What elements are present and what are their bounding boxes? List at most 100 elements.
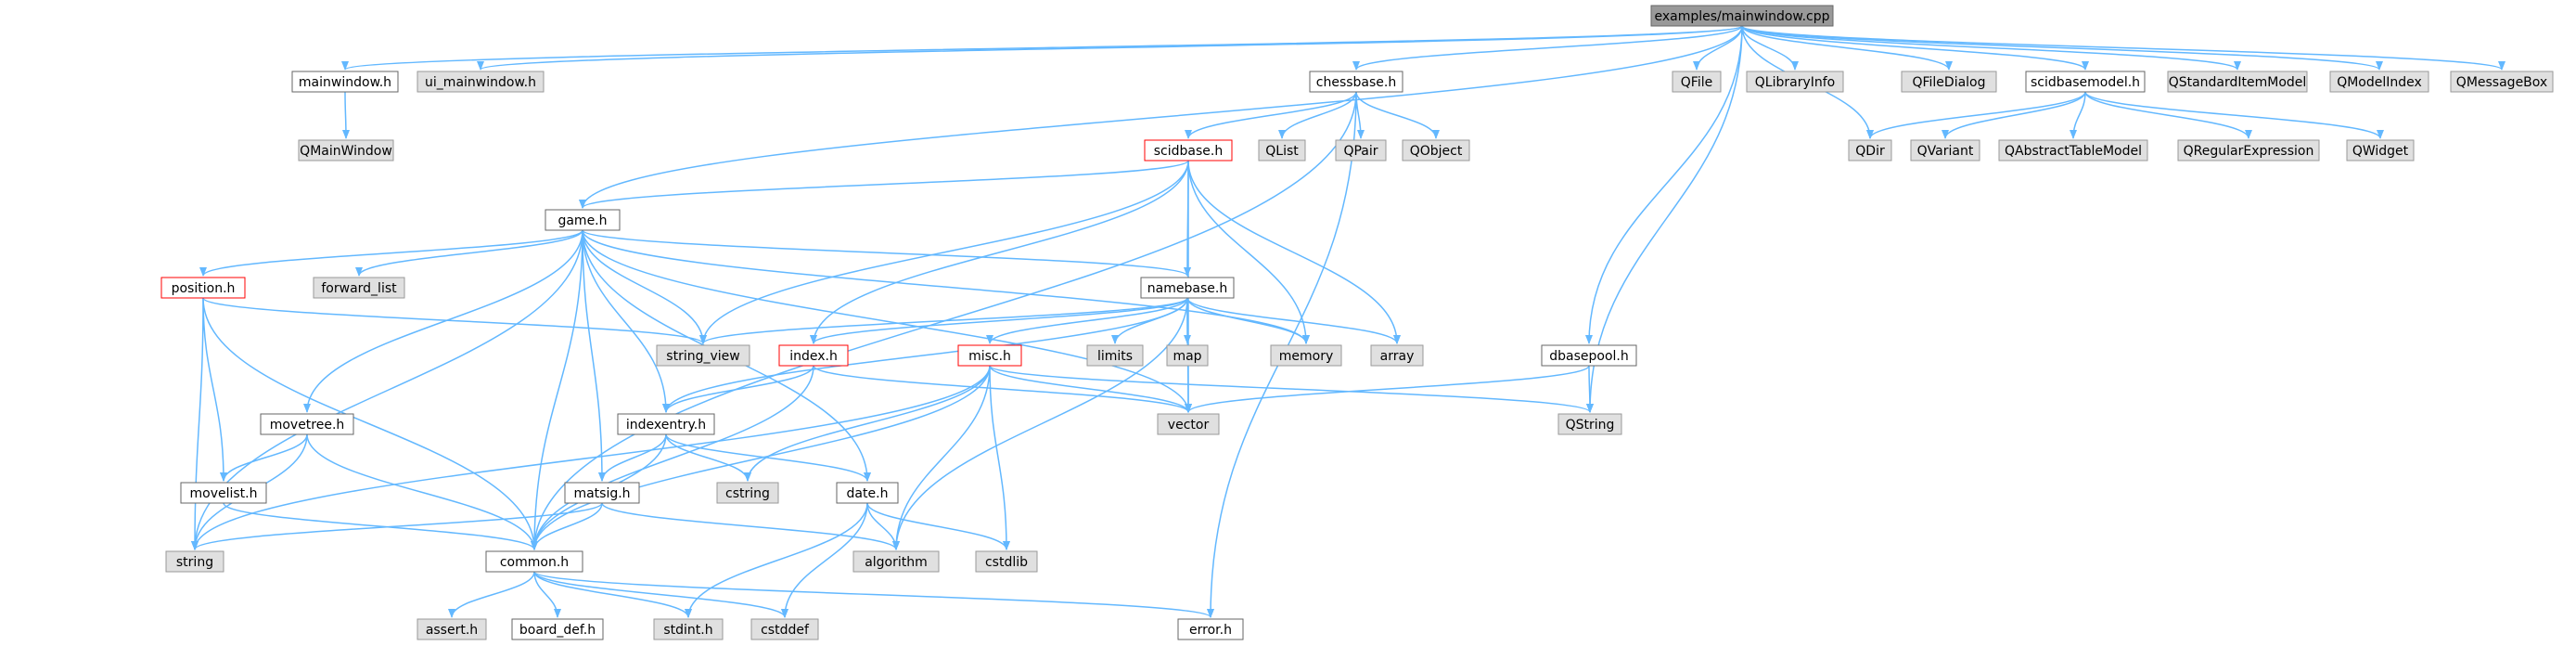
node-matsig-h[interactable]: matsig.h [564, 482, 640, 504]
node-string: string [165, 550, 224, 573]
node-qobject: QObject [1402, 139, 1470, 162]
node-box [1650, 5, 1834, 27]
node-label: ui_mainwindow.h [425, 75, 536, 90]
node-cstddef: cstddef [750, 618, 819, 640]
node-box [1402, 139, 1470, 162]
node-label: common.h [500, 555, 569, 570]
node-label: QLibraryInfo [1755, 75, 1835, 90]
node-common-h[interactable]: common.h [485, 550, 583, 573]
node-movelist-h[interactable]: movelist.h [180, 482, 267, 504]
edge-mainwindow-h-to-qmainwindow [341, 91, 350, 139]
node-label: matsig.h [573, 486, 630, 501]
node-namebase-h[interactable]: namebase.h [1140, 277, 1235, 299]
node-board-def-h[interactable]: board_def.h [511, 618, 604, 640]
node-misc-h[interactable]: misc.h [957, 344, 1022, 367]
edge-dbasepool-h-to-vector [1185, 365, 1590, 413]
node-assert-h: assert.h [417, 618, 487, 640]
node-box [852, 550, 940, 573]
node-game-h[interactable]: game.h [545, 209, 621, 231]
node-label: stdint.h [663, 623, 712, 638]
node-box [417, 71, 545, 93]
node-indexentry-h[interactable]: indexentry.h [617, 413, 715, 435]
edge-root-to-qlibraryinfo [1741, 25, 1799, 71]
node-label: indexentry.h [626, 418, 706, 433]
edge-misc-h-to-cstdlib [989, 365, 1010, 550]
node-scidbasemodel-h[interactable]: scidbasemodel.h [2025, 71, 2146, 93]
node-label: QFile [1681, 75, 1712, 90]
edge-common-h-to-stdint-h [533, 571, 692, 618]
edges [191, 25, 2506, 618]
edge-root-to-qfile [1693, 25, 1743, 71]
edge-root-to-qmodelindex [1741, 25, 2383, 71]
edge-chessbase-h-to-scidbase-h [1185, 91, 1357, 139]
edge-root-to-qmessagebox [1741, 25, 2506, 71]
node-label: examples/mainwindow.cpp [1655, 9, 1830, 24]
node-scidbase-h[interactable]: scidbase.h [1144, 139, 1233, 162]
node-movetree-h[interactable]: movetree.h [260, 413, 354, 435]
node-qwidget: QWidget [2346, 139, 2415, 162]
node-label: cstddef [761, 623, 810, 638]
node-label: scidbasemodel.h [2031, 75, 2140, 90]
node-qpair: QPair [1335, 139, 1387, 162]
node-label: position.h [172, 281, 236, 296]
node-mainwindow-h[interactable]: mainwindow.h [291, 71, 399, 93]
node-box [656, 344, 750, 367]
node-map: map [1166, 344, 1209, 367]
node-label: date.h [847, 486, 889, 501]
node-box [2025, 71, 2146, 93]
edge-date-h-to-cstddef [781, 502, 868, 618]
edge-root-to-qfiledialog [1741, 25, 1953, 71]
node-box [1157, 413, 1220, 435]
node-memory: memory [1270, 344, 1342, 367]
node-cstring: cstring [716, 482, 779, 504]
edge-scidbase-h-to-string-view [699, 160, 1189, 344]
edge-root-to-ui-mainwindow-h [477, 25, 1743, 71]
edge-namebase-h-to-string-view [699, 297, 1188, 344]
edge-root-to-mainwindow-h [341, 25, 1743, 71]
node-examples-mainwindow-cpp[interactable]: examples/mainwindow.cpp [1650, 5, 1834, 27]
edge-scidbasemodel-h-to-qabstracttablemodel [2070, 91, 2086, 139]
edge-game-h-to-namebase-h [582, 229, 1191, 277]
node-index-h[interactable]: index.h [778, 344, 849, 367]
node-label: QMainWindow [300, 144, 392, 159]
node-chessbase-h[interactable]: chessbase.h [1309, 71, 1403, 93]
edge-namebase-h-to-index-h [810, 297, 1188, 344]
edge-game-h-to-matsig-h [582, 229, 606, 482]
node-error-h[interactable]: error.h [1177, 618, 1244, 640]
node-label: string_view [666, 349, 739, 364]
node-qmodelindex: QModelIndex [2329, 71, 2429, 93]
node-qlibraryinfo: QLibraryInfo [1746, 71, 1844, 93]
edge-indexentry-h-to-cstring [665, 433, 751, 482]
node-label: movelist.h [190, 486, 258, 501]
edge-scidbasemodel-h-to-qwidget [2084, 91, 2384, 139]
node-qdir: QDir [1848, 139, 1892, 162]
node-label: QString [1566, 418, 1615, 433]
node-qmessagebox: QMessageBox [2450, 71, 2554, 93]
node-date-h[interactable]: date.h [836, 482, 899, 504]
edge-scidbase-h-to-game-h [579, 160, 1189, 209]
node-box [778, 344, 849, 367]
node-cstdlib: cstdlib [975, 550, 1038, 573]
node-box [2167, 71, 2308, 93]
edge-misc-h-to-algorithm [892, 365, 991, 550]
node-box [653, 618, 724, 640]
node-label: assert.h [426, 623, 478, 638]
node-position-h[interactable]: position.h [160, 277, 246, 299]
edge-namebase-h-to-array [1186, 297, 1401, 344]
edge-position-h-to-common-h [202, 297, 538, 550]
node-label: QObject [1410, 144, 1463, 159]
node-dbasepool-h[interactable]: dbasepool.h [1541, 344, 1637, 367]
nodes: examples/mainwindow.cpp mainwindow.h ui_ma… [160, 5, 2554, 640]
node-vector: vector [1157, 413, 1220, 435]
node-forward-list: forward_list [313, 277, 405, 299]
node-box [1746, 71, 1844, 93]
node-box [180, 482, 267, 504]
node-box [1258, 139, 1306, 162]
edge-indexentry-h-to-date-h [665, 433, 871, 482]
node-box [160, 277, 246, 299]
node-box [1672, 71, 1722, 93]
edge-game-h-to-forward-list [355, 229, 583, 277]
edge-misc-h-to-vector [989, 365, 1192, 413]
node-label: map [1173, 349, 1201, 364]
